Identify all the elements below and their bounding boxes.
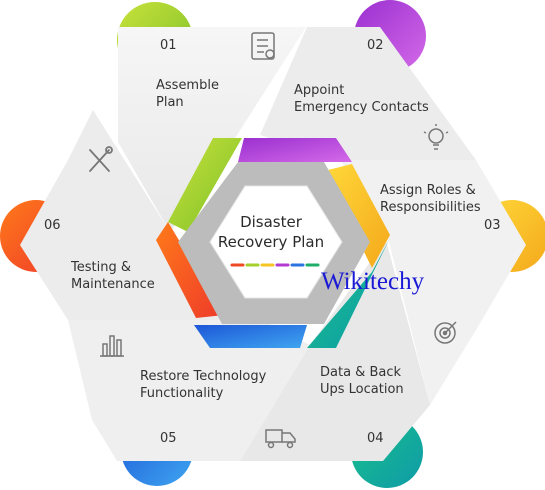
tools-icon [89,146,113,172]
target-icon [434,321,457,344]
step-02-label: Appoint Emergency Contacts [294,82,429,116]
panel-01 [118,27,306,232]
step-06-label: Testing & Maintenance [71,259,155,293]
step-02-line2: Emergency Contacts [294,100,429,115]
step-04-line2: Ups Location [320,382,404,397]
step-04-number: 04 [367,431,384,446]
ring-blue [194,325,307,348]
step-06-line1: Testing & [71,260,131,275]
center-title-line1: Disaster [240,213,302,231]
step-03-number: 03 [484,218,501,233]
step-03-line2: Responsibilities [380,200,481,215]
checklist-icon [251,32,275,60]
ring-yellow [324,164,390,268]
panel-03 [340,160,526,405]
bar-chart-icon [100,335,124,357]
center-title: Disaster Recovery Plan [208,212,334,252]
ring-purple [238,138,352,162]
step-05-line2: Functionality [140,386,224,401]
step-01-line2: Plan [156,95,184,110]
step-06-number: 06 [44,218,61,233]
step-01-line1: Assemble [156,78,219,93]
step-05-number: 05 [160,431,177,446]
center-hexagon [209,185,343,299]
step-02-line1: Appoint [294,83,345,98]
step-01-number: 01 [160,38,177,53]
truck-icon [265,429,296,449]
step-03-label: Assign Roles & Responsibilities [380,182,481,216]
ring-green [168,138,242,232]
step-05-line1: Restore Technology [140,369,267,384]
step-06-line2: Maintenance [71,277,155,292]
brand-watermark: Wikitechy [321,268,425,295]
step-panels [20,27,526,461]
step-03-line1: Assign Roles & [380,183,476,198]
panel-02 [260,27,476,160]
lightbulb-icon [423,124,449,150]
panel-05 [68,320,310,461]
center-title-line2: Recovery Plan [217,233,325,251]
step-04-line1: Data & Back [320,365,402,380]
step-01-label: Assemble Plan [156,77,219,111]
step-05-label: Restore Technology Functionality [140,368,266,402]
step-02-number: 02 [367,38,384,53]
panel-04 [240,240,430,461]
step-04-label: Data & Back Ups Location [320,364,404,398]
